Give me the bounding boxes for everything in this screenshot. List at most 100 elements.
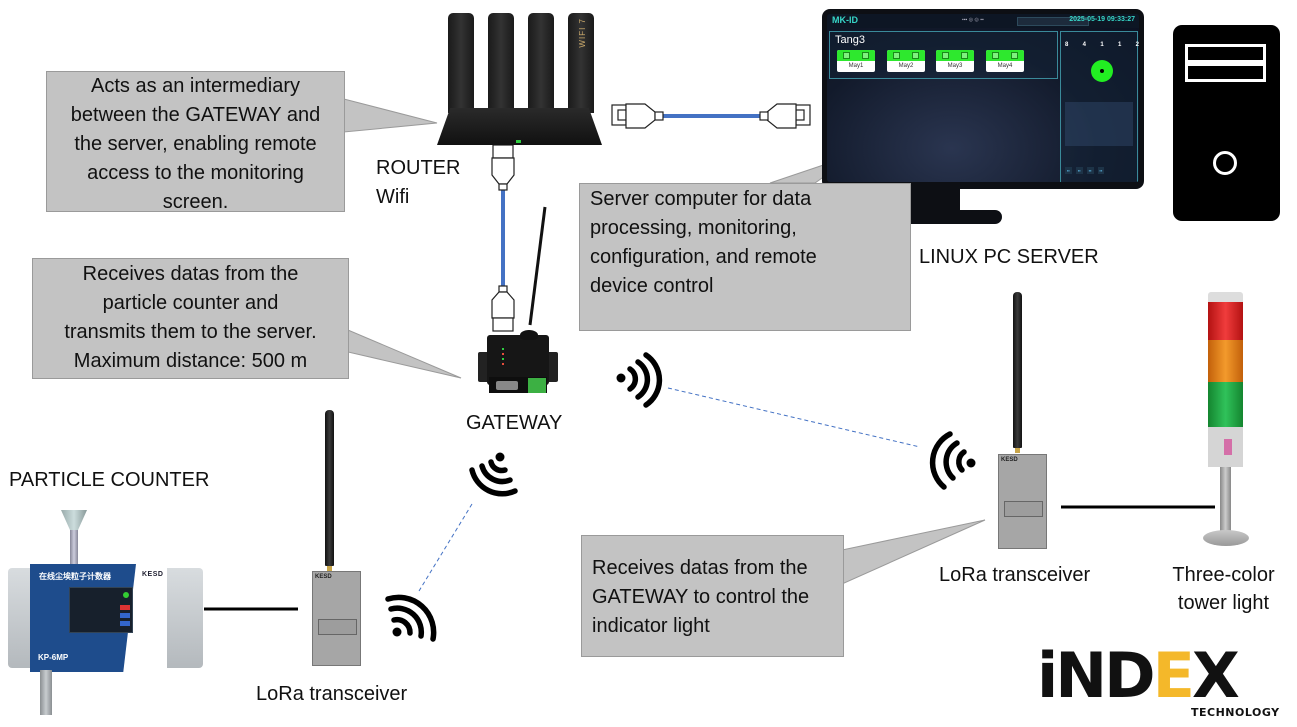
particle-counter-label: PARTICLE COUNTER (9, 469, 210, 491)
sampling-tube (70, 530, 78, 568)
tower-light-body (1208, 427, 1243, 467)
callout-line: Receives datas from the (82, 263, 299, 285)
index-technology-logo: iNDEX (1037, 645, 1240, 707)
screen-button (120, 605, 130, 610)
router-antenna (528, 13, 554, 113)
machine-card[interactable]: May2 (887, 50, 925, 72)
map-panel (1065, 102, 1133, 146)
counter-title: 在线尘埃粒子计数器 (39, 572, 111, 581)
callout-line: device control (590, 275, 714, 297)
screen-app-title: MK-ID (832, 15, 858, 25)
lora-callout: Receives datas from the GATEWAY to contr… (581, 535, 844, 657)
tower-light-label: Three-color tower light (1166, 562, 1281, 616)
machine-card[interactable]: May4 (986, 50, 1024, 72)
lora-left-label: LoRa transceiver (256, 683, 408, 705)
tower-light-cap (1208, 292, 1243, 302)
counter-screen (69, 587, 133, 633)
serial-port (496, 381, 518, 390)
tower-light-label-line1: Three-color (1172, 564, 1275, 586)
screen-button (120, 621, 130, 626)
wireless-signal-icon (929, 431, 976, 490)
power-button-icon (1213, 151, 1237, 175)
status-count: 8 (1065, 42, 1069, 48)
machine-label: May1 (848, 63, 864, 69)
lora-body: KESD (998, 454, 1047, 549)
machine-card[interactable]: May1 (837, 50, 875, 72)
orange-light (1208, 340, 1243, 382)
lora-right-label: LoRa transceiver (939, 564, 1091, 586)
group-panel: Tang3 May1 May2 May3 May4 (829, 31, 1058, 79)
tower-light-foot (1203, 530, 1249, 546)
counter-model: KP-6MP (38, 653, 69, 662)
drive-bay (1185, 44, 1266, 63)
server-label: LINUX PC SERVER (919, 246, 1099, 268)
callout-line: the server, enabling remote (74, 133, 317, 155)
lora-brand: KESD (315, 574, 332, 580)
screen-buttons: ▪▪▪▪▪▪▪▪ (1065, 167, 1105, 174)
terminal-block (528, 378, 546, 393)
router-label-line1: ROUTER (376, 157, 461, 179)
monitor-stand (908, 189, 960, 211)
gateway-callout: Receives datas from the particle counter… (32, 258, 349, 379)
lora-antenna (1013, 292, 1022, 448)
gateway-led (502, 348, 504, 350)
ethernet-plug-icon (491, 144, 515, 191)
status-count: 1 (1100, 42, 1104, 48)
callout-line: screen. (162, 191, 229, 213)
gateway-led (502, 358, 504, 360)
lora-window (318, 619, 357, 635)
callout-line: Maximum distance: 500 m (73, 350, 308, 372)
callout-line: processing, monitoring, (590, 217, 797, 239)
gateway-led (502, 353, 504, 355)
drive-bay (1185, 63, 1266, 82)
callout-line: Receives datas from the (592, 557, 808, 579)
screen-button (120, 613, 130, 618)
gateway-label: GATEWAY (466, 412, 563, 434)
router-antenna (448, 13, 474, 113)
wireless-link-gateway-lora-right (667, 387, 921, 448)
tower-light-label-line2: tower light (1177, 592, 1270, 614)
stats-panel: 8 4 1 1 2 ▪▪▪▪▪▪▪▪ (1060, 31, 1139, 182)
ethernet-plug-icon (759, 103, 811, 129)
wireless-signal-icon (469, 452, 518, 497)
machine-label: May4 (997, 63, 1013, 69)
counter-brand: KESD (142, 571, 164, 578)
router-label-line2: Wifi (376, 186, 410, 208)
machine-card[interactable]: May3 (936, 50, 974, 72)
lora-antenna (325, 410, 334, 566)
green-light (1208, 382, 1243, 427)
screen-nav: ▪▪▪ ◎ ◎ ▪▪ (962, 17, 984, 23)
monitor: MK-ID ▪▪▪ ◎ ◎ ▪▪ 2025-05-19 09:33:27 Tan… (822, 9, 1144, 189)
gateway-body (487, 335, 549, 385)
group-title: Tang3 (835, 34, 865, 46)
callout-line: particle counter and (102, 292, 279, 314)
status-pie-chart (1091, 60, 1113, 82)
screen-datetime: 2025-05-19 09:33:27 (1069, 16, 1135, 23)
server-tower-icon (1173, 25, 1280, 221)
antenna-connector (1015, 448, 1020, 453)
tower-light-pole (1220, 467, 1231, 532)
router-antenna (488, 13, 514, 113)
tower-foot (1188, 194, 1200, 203)
callout-line: indicator light (592, 615, 710, 637)
wireless-signal-icon (385, 594, 437, 642)
wireless-link-lora-left-gateway (418, 503, 473, 592)
machine-label: May3 (947, 63, 963, 69)
logo-text-end: X (1191, 639, 1240, 712)
tower-light-sticker (1224, 439, 1232, 455)
logo-accent: E (1152, 639, 1195, 712)
monitoring-screen: MK-ID ▪▪▪ ◎ ◎ ▪▪ 2025-05-19 09:33:27 Tan… (827, 14, 1139, 182)
router-status-led (516, 140, 521, 143)
server-callout: Server computer for data processing, mon… (579, 183, 911, 331)
wireless-signal-icon (616, 352, 663, 408)
logo-subtitle: TECHNOLOGY (1191, 706, 1280, 719)
lora-body: KESD (312, 571, 361, 666)
callout-line: configuration, and remote (590, 246, 817, 268)
screen-select (1017, 17, 1089, 26)
status-count: 2 (1135, 42, 1139, 48)
router-callout: Acts as an intermediary between the GATE… (46, 71, 345, 213)
red-light (1208, 302, 1243, 340)
status-indicator (123, 592, 129, 598)
